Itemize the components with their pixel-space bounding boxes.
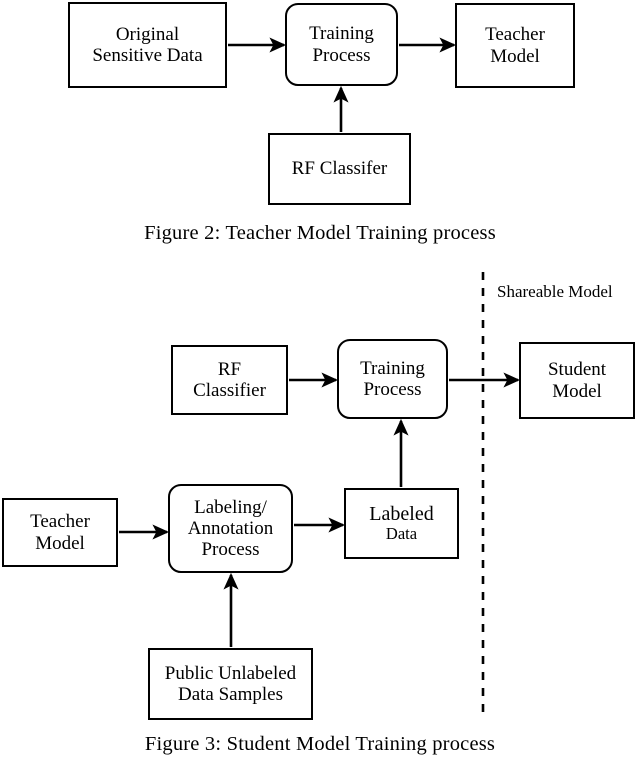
node-label: Student Model bbox=[547, 359, 607, 402]
node-label-line-2: Data bbox=[385, 524, 418, 544]
node-label: RF Classifer bbox=[291, 158, 388, 180]
node-label: Public Unlabeled Data Samples bbox=[164, 662, 297, 705]
node-rf-classifier-fig3: RF Classifier bbox=[171, 345, 288, 415]
node-teacher-model-fig2: Teacher Model bbox=[455, 3, 575, 88]
figure-2-caption: Figure 2: Teacher Model Training process bbox=[144, 222, 496, 244]
shareable-model-label: Shareable Model bbox=[497, 282, 613, 301]
node-original-sensitive-data: Original Sensitive Data bbox=[68, 2, 227, 88]
figure-3-caption: Figure 3: Student Model Training process bbox=[144, 733, 496, 755]
node-label: RF Classifier bbox=[193, 358, 266, 401]
node-label: Teacher Model bbox=[30, 511, 90, 554]
node-label: Training Process bbox=[309, 23, 374, 66]
node-label-line-1: Labeled bbox=[369, 503, 434, 526]
node-training-process-fig3: Training Process bbox=[337, 339, 448, 419]
node-rf-classifier-fig2: RF Classifer bbox=[268, 133, 411, 205]
node-label: Original Sensitive Data bbox=[92, 23, 203, 66]
node-label: Teacher Model bbox=[485, 24, 545, 67]
node-label: Training Process bbox=[360, 357, 425, 400]
node-training-process-fig2: Training Process bbox=[285, 3, 398, 86]
node-label: Labeling/ Annotation Process bbox=[187, 496, 274, 561]
node-labeling-annotation-process: Labeling/ Annotation Process bbox=[168, 484, 293, 573]
node-teacher-model-fig3: Teacher Model bbox=[2, 498, 118, 567]
node-student-model: Student Model bbox=[519, 342, 635, 419]
node-public-unlabeled-data-samples: Public Unlabeled Data Samples bbox=[148, 648, 313, 720]
